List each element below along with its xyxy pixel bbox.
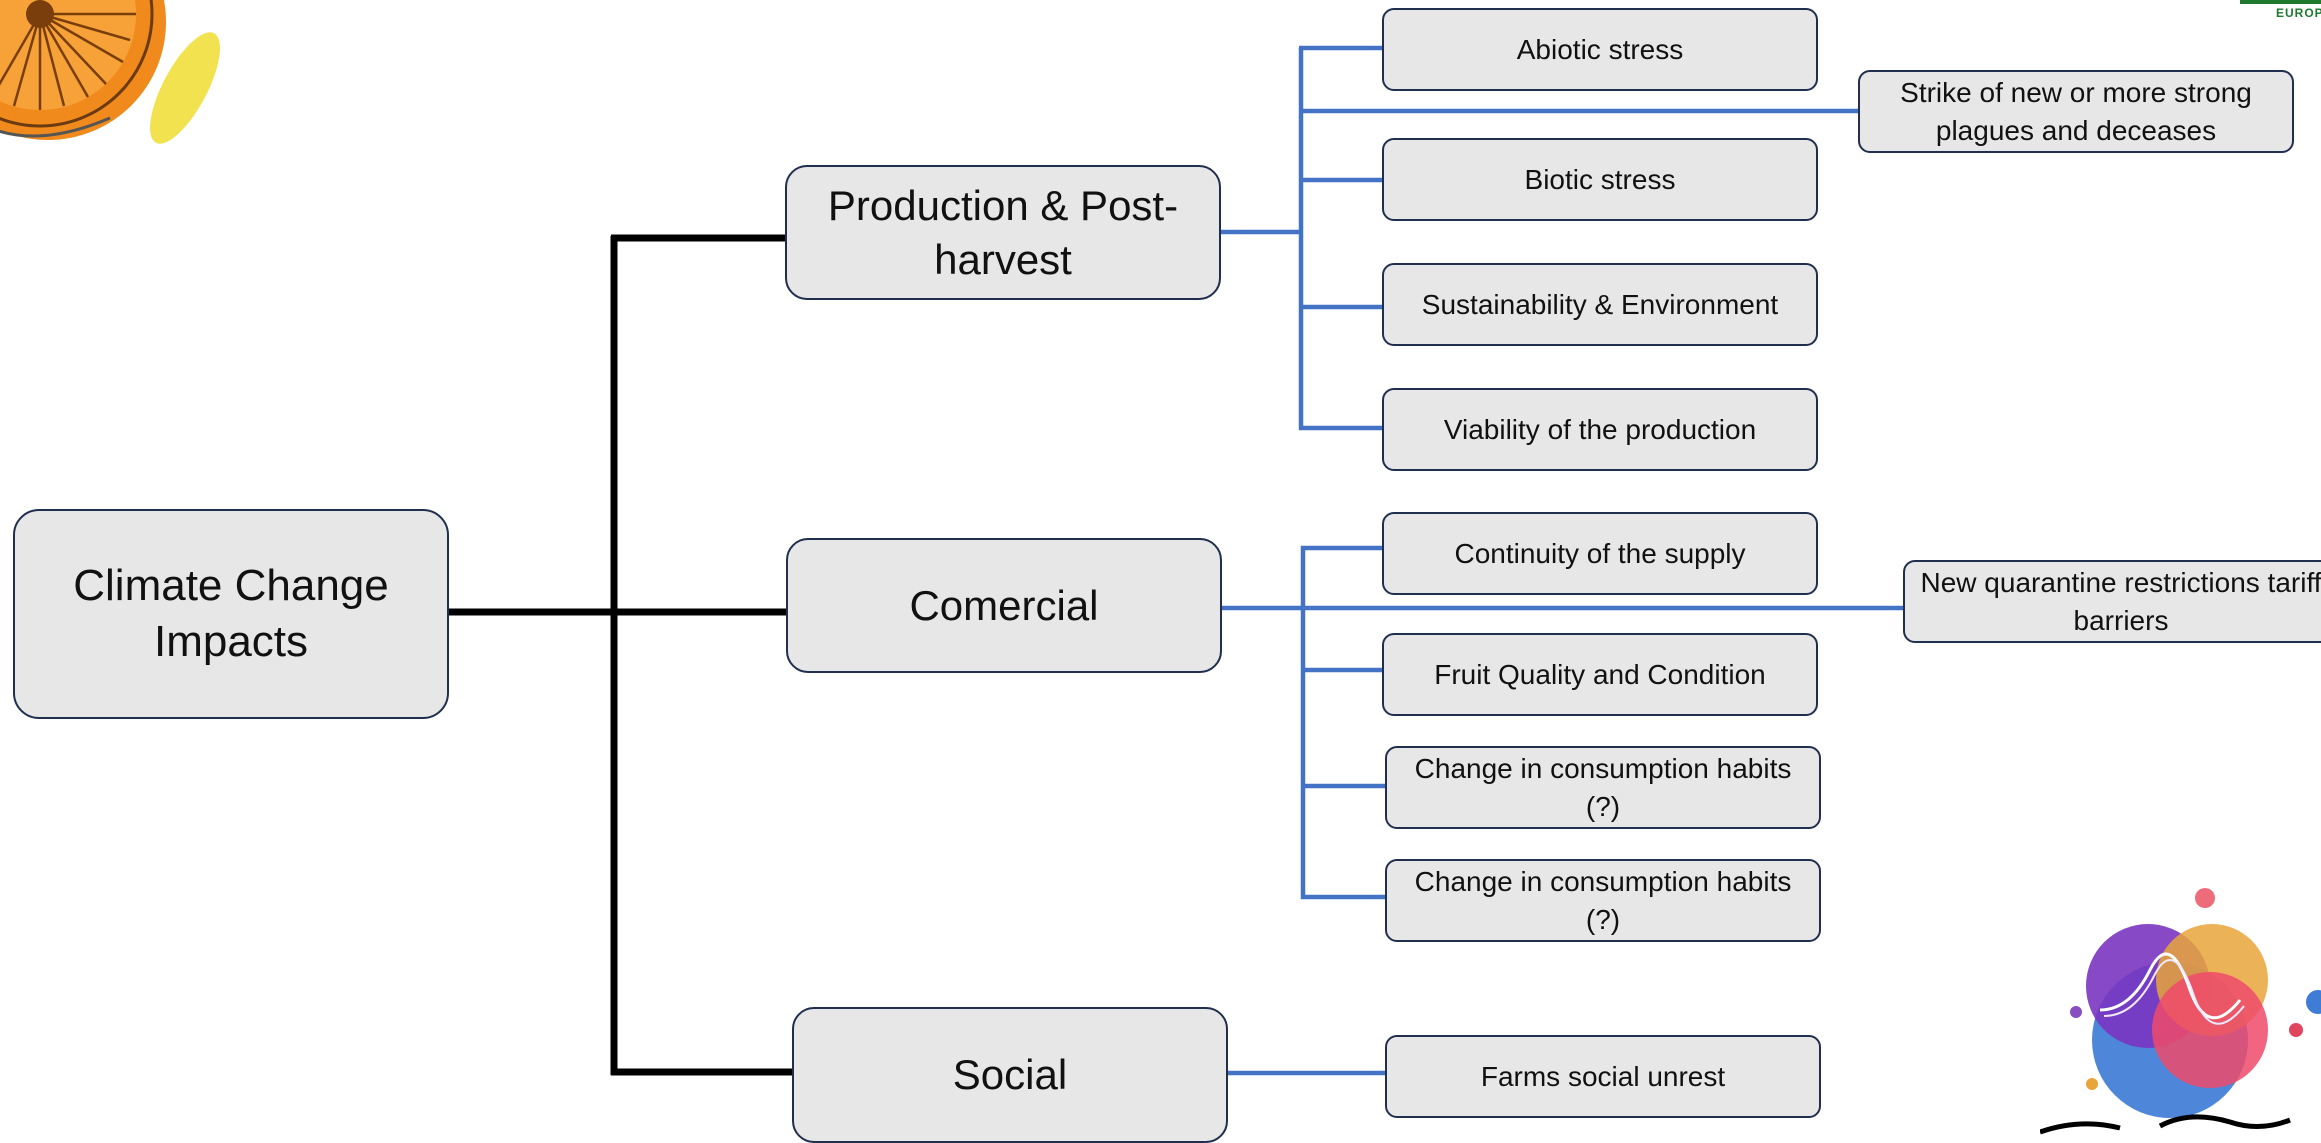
category-label: Social	[952, 1051, 1068, 1099]
leaf-node-fruit-quality: Fruit Quality and Condition	[1382, 633, 1818, 716]
leaf-label: Fruit Quality and Condition	[1434, 658, 1766, 690]
leaf-node-farms-social-unrest: Farms social unrest	[1385, 1035, 1821, 1118]
root-node-label: Climate Change Impacts	[73, 560, 389, 666]
leaf-label: New quarantine restrictions tariff barri…	[1920, 566, 2321, 636]
leaf-node-plagues: Strike of new or more strong plagues and…	[1858, 70, 2294, 153]
corner-logo-text: EUROPA	[2276, 6, 2321, 20]
leaf-node-viability: Viability of the production	[1382, 388, 1818, 471]
leaf-label: Abiotic stress	[1516, 33, 1684, 65]
leaf-node-quarantine: New quarantine restrictions tariff barri…	[1903, 560, 2321, 643]
category-label: Production & Post-harvest	[827, 181, 1179, 283]
leaf-node-abiotic-stress: Abiotic stress	[1382, 8, 1818, 91]
corner-logo-mark	[2240, 0, 2321, 4]
leaf-node-consumption-habits: Change in consumption habits (?)	[1385, 859, 1821, 942]
leaf-node-continuity: Continuity of the supply	[1382, 512, 1818, 595]
category-node-commercial: Comercial	[786, 538, 1222, 673]
leaf-label: Change in consumption habits (?)	[1414, 752, 1792, 822]
leaf-label: Biotic stress	[1524, 163, 1676, 195]
leaf-node-sustainability: Sustainability & Environment	[1382, 263, 1818, 346]
orange-slice-illustration	[0, 0, 220, 144]
category-node-social: Social	[792, 1007, 1228, 1143]
root-node-climate-change-impacts: Climate Change Impacts	[13, 509, 449, 719]
leaf-node-consumption-habits: Change in consumption habits (?)	[1385, 746, 1821, 829]
leaf-label: Continuity of the supply	[1454, 537, 1746, 569]
leaf-label: Change in consumption habits (?)	[1414, 865, 1792, 935]
leaf-node-biotic-stress: Biotic stress	[1382, 138, 1818, 221]
leaf-label: Viability of the production	[1443, 413, 1757, 445]
leaf-label: Farms social unrest	[1480, 1060, 1726, 1092]
category-node-production: Production & Post-harvest	[785, 165, 1221, 300]
colorful-blob-logo	[2040, 888, 2321, 1135]
leaf-label: Strike of new or more strong plagues and…	[1900, 76, 2252, 146]
category-label: Comercial	[909, 581, 1099, 629]
leaf-label: Sustainability & Environment	[1421, 288, 1779, 320]
